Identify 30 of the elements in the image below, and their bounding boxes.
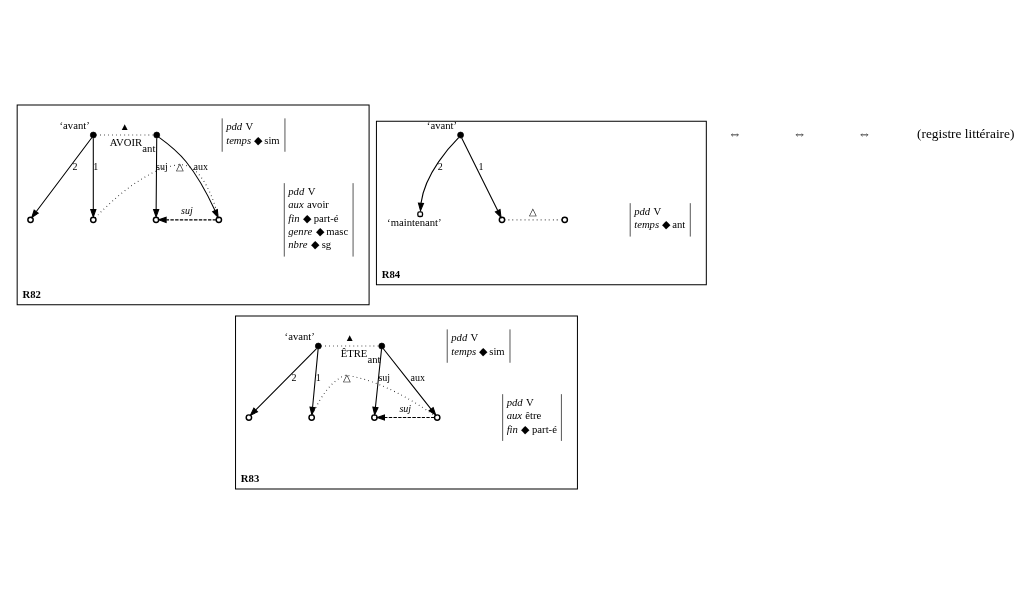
node-text: pdd V temps ◆ sim — [450, 330, 505, 357]
node-label: ‘avant’ — [426, 118, 457, 131]
edge-label: suj — [180, 204, 193, 216]
edge-label: 2 — [437, 160, 443, 172]
node-text: pdd V temps ◆ ant — [633, 204, 685, 230]
node-label: ‘avant’ — [284, 329, 315, 342]
node-text: pdd V temps ◆ sim — [225, 119, 280, 146]
edge-label: suj — [398, 402, 411, 414]
edge-label: ▲ — [119, 120, 130, 132]
node-label: ‘avant’ — [59, 118, 90, 131]
label: ⇔ — [792, 125, 806, 141]
label: ⇔ — [727, 125, 741, 141]
edge-label: △ — [528, 205, 537, 217]
edge-label: 2 — [291, 371, 297, 383]
edge-label: aux — [409, 371, 425, 383]
edge-label: △ — [175, 160, 184, 172]
node-text: pdd V aux avoir fin ◆ part-é genre ◆ masc nbre ◆ sg — [287, 184, 348, 250]
edge-label: 1 — [315, 371, 321, 383]
edge-label: △ — [342, 371, 351, 383]
edge-label: 1 — [478, 160, 484, 172]
edge-label: aux — [192, 160, 208, 172]
edge-label: 2 — [72, 160, 78, 172]
label: ⇔ — [857, 125, 871, 141]
edge-label: suj — [377, 371, 390, 383]
node-label: ‘maintenant’ — [386, 215, 442, 228]
edge-label: suj — [155, 160, 168, 172]
node-text: pdd V aux être fin ◆ part-é — [506, 395, 557, 435]
edge-label: 1 — [92, 160, 98, 172]
edge-label: ▲ — [344, 331, 355, 343]
label: (registre littéraire) — [916, 125, 1014, 141]
